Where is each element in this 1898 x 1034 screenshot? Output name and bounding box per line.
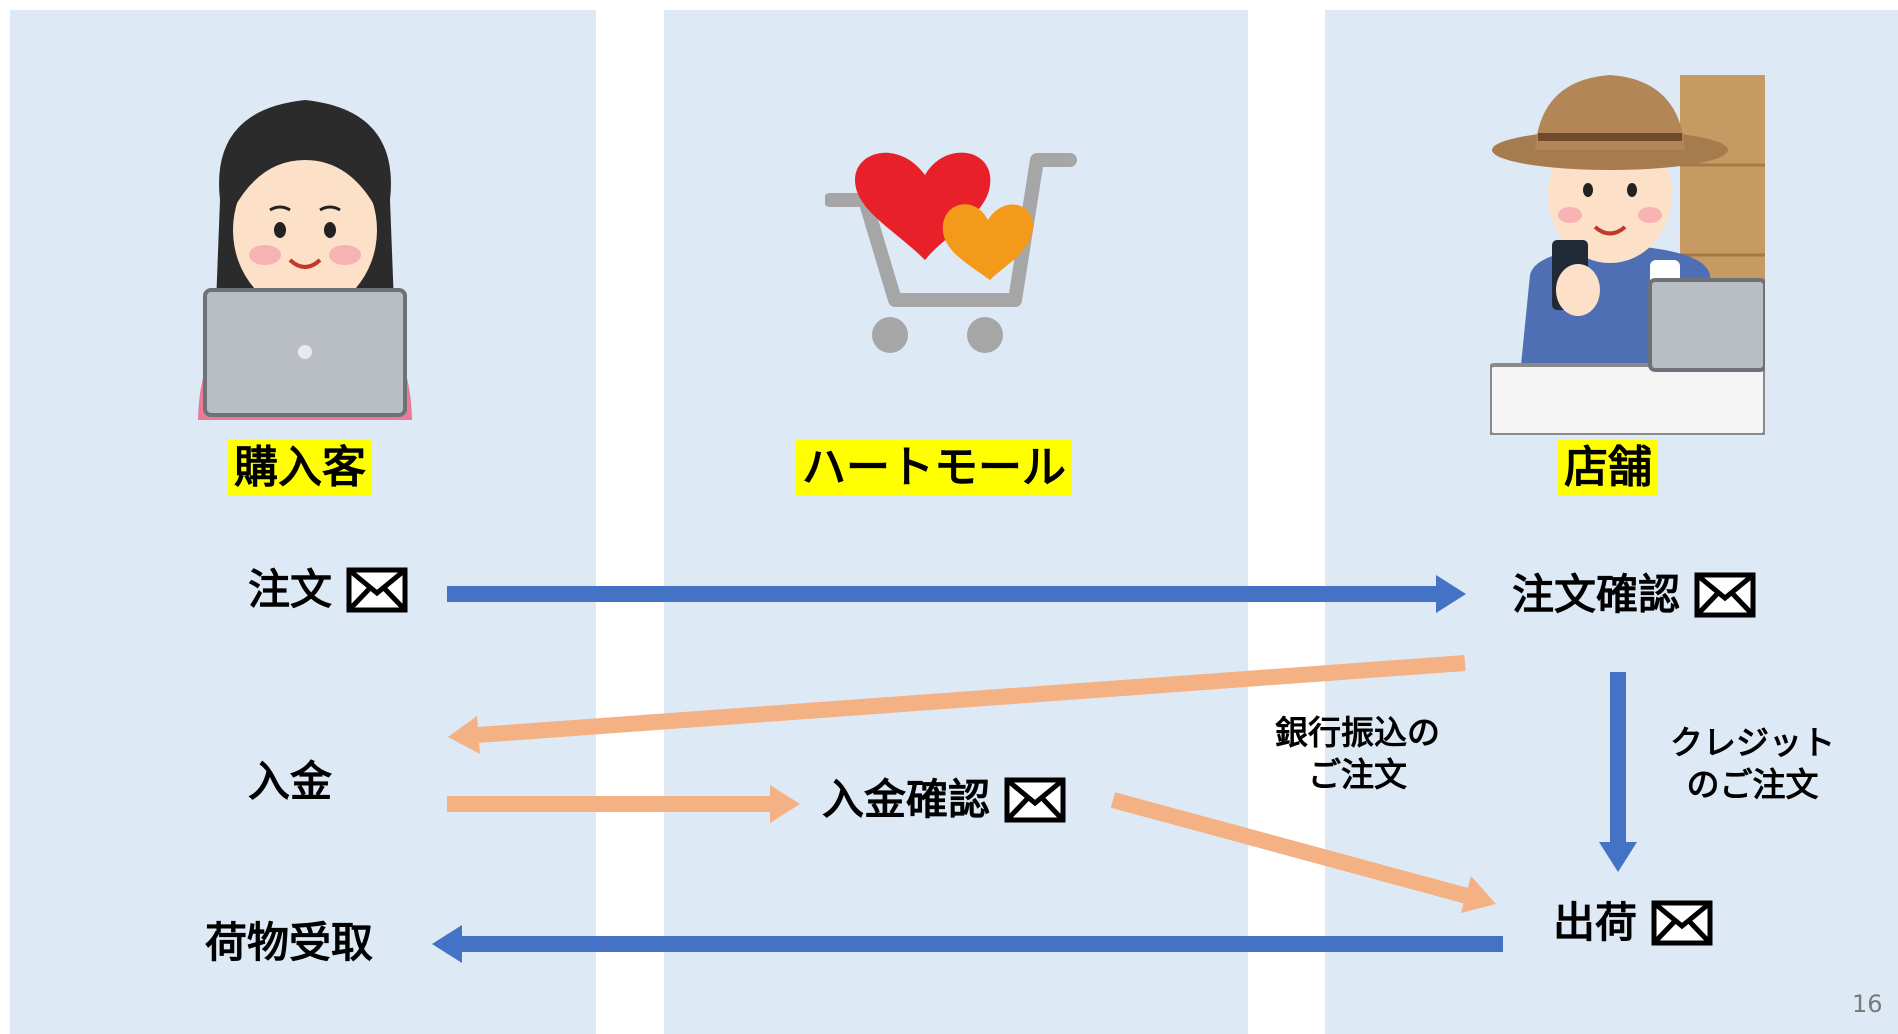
step-shipping-label: 出荷: [1553, 898, 1638, 947]
page-number: 16: [1852, 990, 1883, 1018]
step-payment-confirm-label: 入金確認: [822, 775, 991, 824]
step-order: 注文: [248, 565, 408, 615]
step-payment-label: 入金: [248, 757, 333, 806]
step-order-label: 注文: [248, 565, 333, 614]
mall-logo: [825, 152, 1077, 353]
shop-label: 店舗: [1558, 440, 1658, 496]
buyer-label: 購入客: [228, 440, 372, 496]
envelope-icon: [1694, 572, 1756, 618]
step-order-confirm: 注文確認: [1512, 570, 1756, 620]
envelope-icon: [346, 567, 408, 613]
shop-illustration: [1490, 75, 1765, 435]
note-credit-line-2: のご注文: [1686, 765, 1819, 804]
step-shipping: 出荷: [1553, 898, 1713, 948]
arrow-payment-to-payment-confirm: [447, 785, 800, 823]
arrow-confirm-to-payment: [448, 655, 1466, 754]
arrow-order-to-confirm: [447, 575, 1466, 613]
step-order-confirm-label: 注文確認: [1512, 570, 1681, 619]
note-bank-transfer-line-1: 銀行振込の: [1275, 713, 1440, 752]
envelope-icon: [1004, 777, 1066, 823]
note-credit-line-1: クレジット: [1670, 723, 1835, 762]
note-credit: クレジット のご注文: [1670, 722, 1835, 806]
mall-label: ハートモール: [796, 440, 1072, 496]
arrow-confirm-to-shipping: [1599, 672, 1637, 872]
buyer-illustration: [198, 100, 412, 420]
envelope-icon: [1651, 900, 1713, 946]
note-bank-transfer-line-2: ご注文: [1308, 755, 1407, 794]
step-receive-label: 荷物受取: [205, 918, 374, 967]
note-bank-transfer: 銀行振込の ご注文: [1275, 712, 1440, 796]
arrow-payment-confirm-to-shipping: [1110, 792, 1496, 913]
step-payment: 入金: [248, 757, 332, 807]
arrow-shipping-to-receive: [432, 925, 1503, 963]
step-payment-confirm: 入金確認: [822, 775, 1066, 825]
step-receive: 荷物受取: [205, 918, 373, 968]
